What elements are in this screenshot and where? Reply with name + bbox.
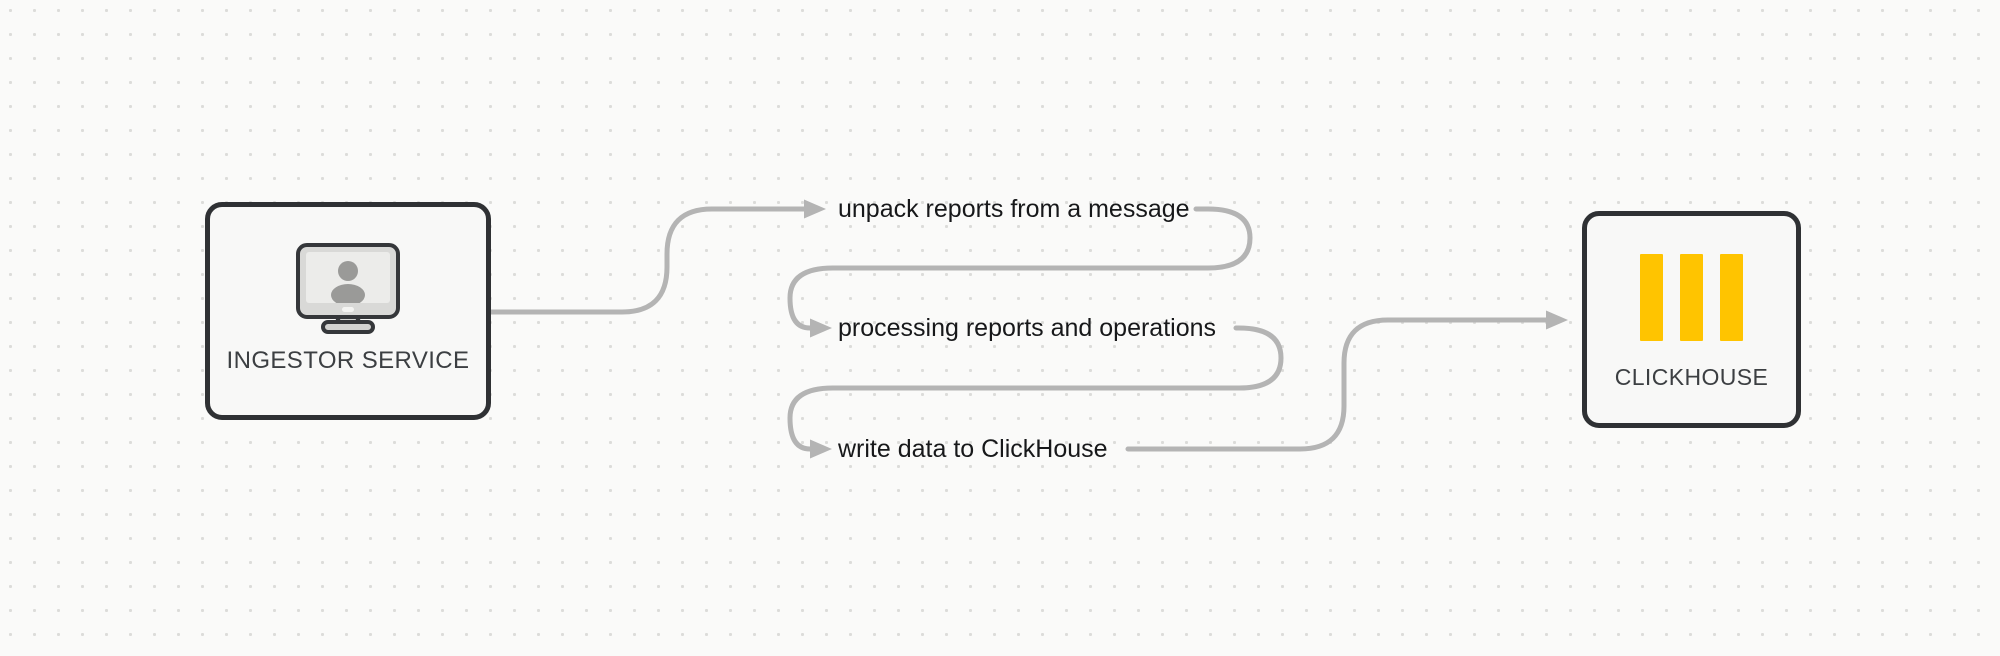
connector-step2-to-step3: [787, 325, 1284, 459]
node-label-clickhouse: CLICKHOUSE: [1614, 364, 1769, 390]
connector-step1-to-step2: [787, 206, 1253, 338]
step-label-processing-reports[interactable]: processing reports and operations: [838, 314, 1217, 342]
clickhouse-bar: [1680, 254, 1703, 341]
node-label-ingestor-service: INGESTOR SERVICE: [226, 347, 470, 374]
connector-ingestor-to-step1: [487, 199, 826, 315]
node-ingestor-service[interactable]: INGESTOR SERVICE: [205, 202, 491, 420]
clickhouse-bars-icon: [1640, 254, 1743, 341]
step-label-write-data[interactable]: write data to ClickHouse: [838, 435, 1108, 463]
node-clickhouse[interactable]: CLICKHOUSE: [1582, 211, 1801, 428]
monitor-user-icon: [296, 243, 400, 334]
clickhouse-bar: [1720, 254, 1743, 341]
connector-step3-to-clickhouse: [1125, 310, 1568, 452]
clickhouse-bar: [1640, 254, 1663, 341]
step-label-unpack-reports[interactable]: unpack reports from a message: [838, 195, 1190, 223]
